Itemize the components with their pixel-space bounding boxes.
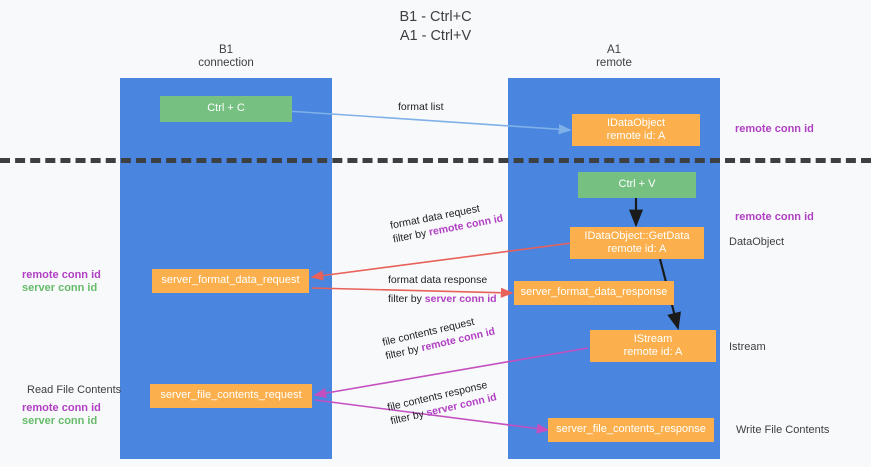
edge-label-file-contents-response: file contents response filter by server … (386, 377, 498, 429)
phase-divider (0, 158, 871, 163)
box-getdata-sub: remote id: A (607, 243, 667, 255)
title-line-2: A1 - Ctrl+V (399, 28, 472, 44)
box-server-file-contents-response[interactable]: server_file_contents_response (548, 418, 714, 442)
fdresp-prefix: filter by (388, 293, 425, 305)
lane-header-b1-name: B1 (218, 44, 234, 56)
box-server-format-data-request[interactable]: server_format_data_request (152, 269, 309, 293)
left-label-server-conn-id: server conn id (22, 282, 98, 294)
box-idataobject-sub: remote id: A (606, 130, 666, 142)
box-istream-sub: remote id: A (623, 346, 683, 358)
box-server-format-data-request-label: server_format_data_request (161, 274, 300, 287)
lane-header-b1-role: connection (198, 57, 254, 69)
right-label-dataobject: DataObject (729, 236, 785, 248)
fdresp-key: server conn id (424, 293, 497, 305)
box-istream[interactable]: IStream remote id: A (590, 330, 716, 362)
page-title: B1 - Ctrl+C A1 - Ctrl+V (0, 8, 871, 46)
edge-label-format-data-response-line1: format data response (388, 274, 488, 286)
box-istream-title: IStream (633, 332, 673, 345)
box-getdata-title: IDataObject::GetData (584, 229, 690, 242)
box-getdata[interactable]: IDataObject::GetData remote id: A (570, 227, 704, 259)
box-ctrl-v[interactable]: Ctrl + V (578, 172, 696, 198)
lane-header-a1-role: remote (596, 57, 632, 69)
edge-label-format-list: format list (398, 100, 444, 114)
right-label-remote-conn-id-top: remote conn id (735, 123, 814, 135)
edge-label-format-data-request: format data request filter by remote con… (389, 198, 504, 247)
lane-header-b1: B1 connection (120, 44, 332, 70)
right-label-istream: Istream (729, 341, 766, 353)
box-idataobject-title: IDataObject (606, 116, 666, 129)
edge-label-format-data-response: format data response filter by server co… (388, 273, 497, 306)
box-server-format-data-response-label: server_format_data_response (520, 286, 668, 299)
title-line-1: B1 - Ctrl+C (399, 9, 472, 25)
left-label-remote-conn-id-2: remote conn id (22, 402, 101, 414)
box-server-file-contents-request[interactable]: server_file_contents_request (150, 384, 312, 408)
box-server-file-contents-request-label: server_file_contents_request (160, 389, 302, 402)
box-server-format-data-response[interactable]: server_format_data_response (514, 281, 674, 305)
right-label-write-file-contents: Write File Contents (736, 424, 830, 436)
box-idataobject[interactable]: IDataObject remote id: A (572, 114, 700, 146)
edge-label-format-data-response-line2: filter by server conn id (388, 292, 497, 306)
left-label-remote-conn-id: remote conn id (22, 269, 101, 281)
left-label-server-conn-id-2: server conn id (22, 415, 98, 427)
box-server-file-contents-response-label: server_file_contents_response (556, 423, 706, 436)
edge-label-file-contents-request: file contents request filter by remote c… (381, 311, 496, 363)
lane-header-a1: A1 remote (508, 44, 720, 70)
box-ctrl-c-label: Ctrl + C (207, 102, 245, 115)
edge-label-format-list-text: format list (398, 101, 444, 113)
box-ctrl-c[interactable]: Ctrl + C (160, 96, 292, 122)
left-label-read-file-contents: Read File Contents (27, 384, 122, 396)
box-ctrl-v-label: Ctrl + V (618, 178, 656, 191)
lane-header-a1-name: A1 (606, 44, 622, 56)
right-label-remote-conn-id-mid: remote conn id (735, 211, 814, 223)
